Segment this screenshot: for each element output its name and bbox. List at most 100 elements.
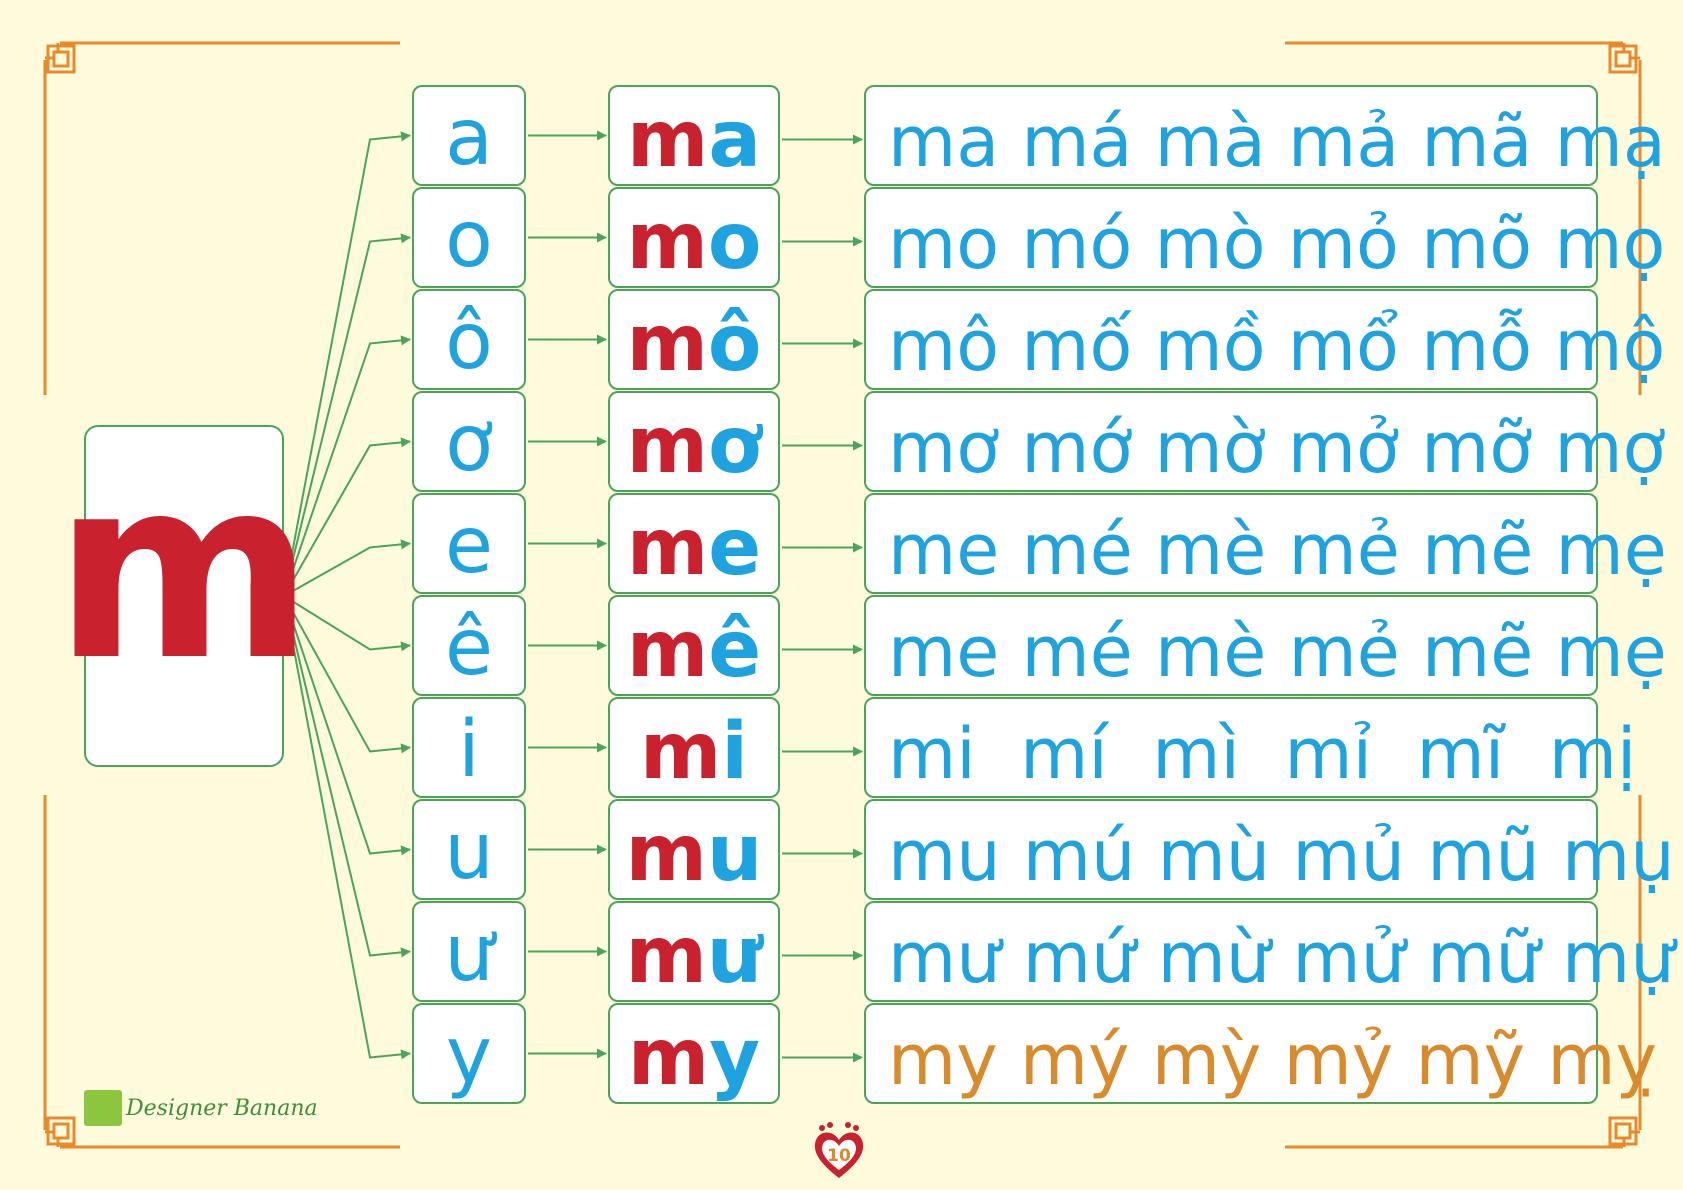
consonant-letter: m (53, 424, 315, 715)
vowel-letter: i (458, 704, 480, 795)
tone-row-card[interactable]: mu mú mù mủ mũ mụ (864, 799, 1675, 900)
syllable-text: mơ (627, 405, 762, 485)
syllable-consonant: m (625, 910, 707, 1001)
tone-row-text: mô mố mồ mổ mỗ mộ (888, 304, 1666, 387)
syllable-vowel: u (706, 808, 763, 899)
syllable-text: mư (626, 915, 763, 995)
vowel-letter: ơ (445, 398, 493, 489)
tone-row-card[interactable]: mư mứ mừ mử mữ mự (864, 901, 1675, 1002)
vowel-card[interactable]: o (412, 187, 526, 288)
vowel-letter: o (445, 194, 493, 285)
fan-arrow (283, 595, 411, 652)
syllable-card[interactable]: mơ (608, 391, 780, 492)
tone-row-card[interactable]: ma má mà mả mã mạ (864, 85, 1666, 186)
footprint-heart-icon (814, 1122, 864, 1178)
syllable-consonant: m (626, 196, 708, 287)
vowel-card[interactable]: ê (412, 595, 526, 696)
syllable-card[interactable]: mu (608, 799, 780, 900)
fan-arrow (283, 595, 411, 958)
tone-row-text: mơ mớ mờ mở mỡ mợ (888, 406, 1666, 489)
tone-row-text: ma má mà mả mã mạ (888, 100, 1666, 183)
syllable-card[interactable]: mô (608, 289, 780, 390)
syllable-text: me (627, 507, 761, 587)
syllable-vowel: o (707, 196, 762, 287)
tone-row-text: mư mứ mừ mử mữ mự (888, 916, 1675, 999)
vowel-letter: e (445, 500, 493, 591)
syllable-vowel: y (709, 1012, 761, 1103)
syllable-vowel: e (708, 502, 762, 593)
fan-arrow (283, 595, 411, 754)
syllable-vowel: i (721, 706, 749, 797)
vowel-card[interactable]: a (412, 85, 526, 186)
syllable-consonant: m (639, 706, 722, 797)
syllable-text: mê (627, 609, 761, 689)
corner-knot-icon (1608, 43, 1640, 74)
fan-arrow (283, 595, 411, 856)
tone-row-card[interactable]: mô mố mồ mổ mỗ mộ (864, 289, 1665, 390)
logo-icon (84, 1090, 122, 1126)
syllable-card[interactable]: mê (608, 595, 780, 696)
tone-row-text: me mé mè mẻ mẽ mẹ (888, 610, 1667, 693)
vowel-letter: ê (445, 602, 493, 693)
syllable-card[interactable]: mư (608, 901, 780, 1002)
syllable-vowel: a (708, 94, 761, 185)
vowel-letter: ư (444, 908, 494, 999)
fan-arrow (283, 131, 411, 597)
syllable-text: mo (627, 201, 762, 281)
vowel-card[interactable]: ơ (412, 391, 526, 492)
syllable-vowel: ư (706, 910, 763, 1001)
syllable-card[interactable]: mi (608, 697, 780, 798)
vowel-letter: y (445, 1010, 493, 1101)
consonant-card[interactable]: m (54, 425, 314, 767)
syllable-card[interactable]: me (608, 493, 780, 594)
syllable-consonant: m (625, 808, 707, 899)
fan-arrow (283, 539, 411, 597)
fan-arrow (283, 233, 411, 597)
syllable-text: ma (627, 99, 761, 179)
tone-row-card[interactable]: my mý mỳ mỷ mỹ mỵ (864, 1003, 1657, 1104)
tone-row-text: my mý mỳ mỷ mỹ mỵ (888, 1018, 1657, 1101)
fan-arrow (283, 335, 411, 597)
corner-knot-icon (45, 43, 76, 74)
syllable-card[interactable]: ma (608, 85, 780, 186)
syllable-text: mi (640, 711, 748, 791)
vowel-letter: a (445, 92, 493, 183)
vowel-card[interactable]: ư (412, 901, 526, 1002)
syllable-consonant: m (626, 400, 708, 491)
syllable-consonant: m (626, 502, 709, 593)
tone-row-card[interactable]: me mé mè mẻ mẽ mẹ (864, 595, 1667, 696)
syllable-consonant: m (627, 94, 709, 185)
syllable-consonant: m (626, 604, 709, 695)
vowel-letter: ô (445, 296, 493, 387)
tone-row-card[interactable]: mo mó mò mỏ mõ mọ (864, 187, 1665, 288)
vowel-card[interactable]: ô (412, 289, 526, 390)
syllable-card[interactable]: mo (608, 187, 780, 288)
tone-row-text: mu mú mù mủ mũ mụ (888, 814, 1675, 897)
tone-row-text: mi mí mì mỉ mĩ mị (888, 712, 1637, 795)
corner-knot-icon (45, 1116, 76, 1147)
vowel-card[interactable]: y (412, 1003, 526, 1104)
designer-logo: Designer Banana (84, 1090, 318, 1126)
tone-row-card[interactable]: mơ mớ mờ mở mỡ mợ (864, 391, 1665, 492)
vowel-card[interactable]: i (412, 697, 526, 798)
tone-row-card[interactable]: mi mí mì mỉ mĩ mị (864, 697, 1636, 798)
vowel-card[interactable]: e (412, 493, 526, 594)
syllable-vowel: ê (708, 604, 762, 695)
tone-row-text: me mé mè mẻ mẽ mẹ (888, 508, 1667, 591)
syllable-consonant: m (626, 298, 708, 389)
corner-knot-icon (1608, 1116, 1640, 1147)
syllable-text: my (628, 1017, 760, 1097)
vowel-card[interactable]: u (412, 799, 526, 900)
vowel-letter: u (444, 806, 494, 897)
syllable-text: mu (626, 813, 763, 893)
logo-text: Designer Banana (126, 1095, 318, 1121)
syllable-text: mô (627, 303, 762, 383)
syllable-card[interactable]: my (608, 1003, 780, 1104)
syllable-vowel: ơ (707, 400, 762, 491)
page-number-badge: 10 (808, 1120, 870, 1182)
tone-row-text: mo mó mò mỏ mõ mọ (888, 202, 1666, 285)
tone-row-card[interactable]: me mé mè mẻ mẽ mẹ (864, 493, 1667, 594)
syllable-consonant: m (627, 1012, 710, 1103)
